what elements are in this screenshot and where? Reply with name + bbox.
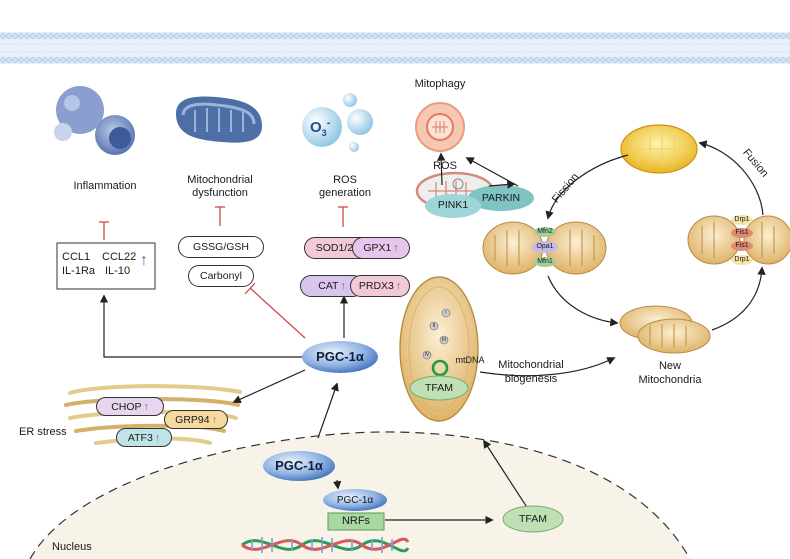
- ccl22-text: CCL22: [102, 251, 137, 263]
- o3-letter: O: [310, 119, 322, 136]
- fusion-mitochondrion-icon: [687, 215, 790, 265]
- mtdna-mitochondrion-icon: [399, 276, 479, 422]
- complex-iii-label: III: [441, 337, 447, 343]
- cat-text: CAT: [318, 280, 339, 292]
- healthy-mitochondrion-icon: [620, 124, 698, 174]
- inhibition-lines: [99, 206, 348, 339]
- gpx1-pill: GPX1↑: [352, 237, 410, 259]
- tfam-nucleus-oval: [502, 505, 564, 533]
- nrfs-box: [327, 512, 385, 531]
- grp94-pill: GRP94↑: [164, 410, 228, 429]
- complex-ii-label: II: [432, 323, 436, 329]
- nrfs-label: NRFs: [341, 515, 371, 527]
- parkin-label: PARKIN: [481, 192, 521, 204]
- gssg-gsh-pill: GSSG/GSH: [178, 236, 264, 258]
- pink1-protein: [425, 194, 481, 218]
- ros-generation-label-2: generation: [319, 187, 371, 199]
- fis1-a-label: Fis1: [735, 229, 749, 236]
- cat-pill: CAT↑: [300, 275, 364, 297]
- atf3-up-arrow-icon: ↑: [154, 431, 161, 444]
- drp1-bottom-label: Drp1: [734, 256, 750, 263]
- mitophagy-label: Mitophagy: [414, 78, 466, 90]
- prdx3-text: PRDX3: [358, 280, 394, 292]
- inflammation-label: Inflammation: [73, 180, 137, 192]
- dna-helix-icon: [241, 537, 410, 553]
- carbonyl-pill: Carbonyl: [188, 265, 254, 287]
- o3-superscript: -: [326, 117, 331, 129]
- atf3-pill: ATF3↑: [116, 428, 172, 447]
- pgc1a-nucleus-label: PGC-1α: [275, 458, 323, 473]
- il10-text: IL-10: [105, 265, 131, 277]
- grp94-text: GRP94: [175, 413, 210, 426]
- fission-mitochondrion-icon: [482, 221, 607, 275]
- ros-label: ROS: [433, 160, 457, 172]
- drp1-top-label: Drp1: [734, 216, 750, 223]
- mito-dysfunction-label-2: dysfunction: [192, 187, 248, 199]
- tfam-nucleus-label: TFAM: [519, 513, 547, 525]
- prdx3-pill: PRDX3↑: [350, 275, 410, 297]
- inflammation-markers-box: [56, 242, 156, 290]
- chop-pill: CHOP↑: [96, 397, 164, 416]
- biogenesis-label-2: biogenesis: [504, 373, 558, 385]
- ccl1-text: CCL1: [62, 251, 91, 263]
- new-mito-label-2: Mitochondria: [638, 374, 702, 386]
- immune-cells-icon: [54, 86, 135, 155]
- pgc1a-main-label: PGC-1α: [316, 349, 364, 364]
- sod-text: SOD1/2: [315, 242, 354, 254]
- mfn1-label: Mfn1: [537, 258, 553, 265]
- ros-bubbles-icon: [302, 93, 373, 152]
- parkin-protein: [468, 185, 534, 211]
- prdx3-up-arrow-icon: ↑: [395, 280, 402, 292]
- mitophagy-vesicle-icon: [415, 102, 465, 152]
- mtdna-label: mtDNA: [455, 355, 485, 365]
- complex-i-label: I: [445, 310, 447, 316]
- chop-text: CHOP: [111, 400, 142, 413]
- complex-iv-label: IV: [424, 352, 430, 358]
- atf3-text: ATF3: [127, 431, 153, 444]
- er-stress-label: ER stress: [19, 426, 67, 438]
- increase-arrow-icon: ↑: [140, 252, 148, 269]
- chop-up-arrow-icon: ↑: [143, 400, 149, 413]
- gpx1-text: GPX1: [363, 242, 392, 254]
- biogenesis-label-1: Mitochondrial: [498, 359, 564, 371]
- new-mitochondria-icon: [619, 305, 711, 354]
- gpx1-up-arrow-icon: ↑: [393, 242, 399, 254]
- ros-generation-label-1: ROS: [333, 174, 357, 186]
- pink1-label: PINK1: [437, 199, 469, 211]
- o3-symbol: O3-: [310, 117, 330, 138]
- opa1-label: Opa1: [536, 243, 554, 250]
- pgc1a-small-label: PGC-1α: [336, 495, 374, 506]
- new-mito-label-1: New: [658, 360, 681, 372]
- pgc1a-nucleus-oval: [263, 451, 335, 481]
- o3-subscript: 3: [321, 128, 327, 138]
- mitochondrion-dysfunction-icon: [175, 96, 262, 143]
- il1ra-text: IL-1Ra: [62, 265, 96, 277]
- cell-membrane: [0, 32, 790, 64]
- mito-dysfunction-label-1: Mitochondrial: [187, 174, 253, 186]
- nucleus-label: Nucleus: [52, 541, 92, 553]
- fis1-b-label: Fis1: [735, 242, 749, 249]
- cat-up-arrow-icon: ↑: [340, 280, 346, 292]
- mfn2-label: Mfn2: [537, 228, 553, 235]
- pgc1a-main-oval: [302, 341, 378, 373]
- grp94-up-arrow-icon: ↑: [211, 413, 217, 426]
- tfam-mito-label: TFAM: [425, 382, 453, 394]
- pgc1a-small-oval: [323, 489, 387, 511]
- activation-arrows: [99, 140, 766, 525]
